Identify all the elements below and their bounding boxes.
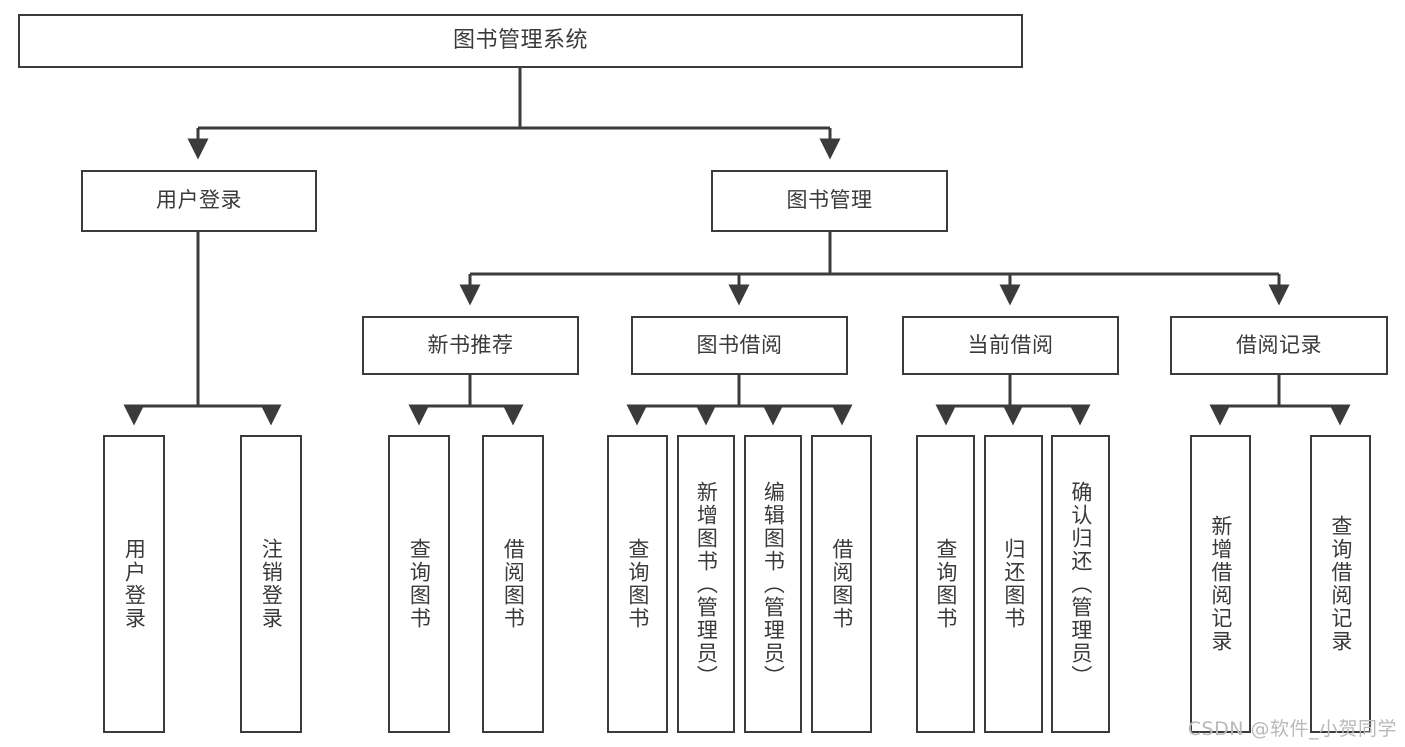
leaf-label: 编辑图书（管理员） [761, 480, 786, 688]
leaf-current-confirm-return-admin[interactable]: 确认归还（管理员） [1051, 435, 1110, 733]
leaf-label: 借阅图书 [829, 538, 854, 630]
leaf-label: 查询借阅记录 [1328, 515, 1353, 653]
node-label: 用户登录 [156, 188, 242, 213]
leaf-record-add-borrow-record[interactable]: 新增借阅记录 [1190, 435, 1251, 733]
leaf-record-query-borrow-record[interactable]: 查询借阅记录 [1310, 435, 1371, 733]
leaf-label: 新增图书（管理员） [694, 480, 719, 688]
csdn-watermark: CSDN @软件_小贺同学 [1187, 718, 1397, 740]
node-root-system[interactable]: 图书管理系统 [18, 14, 1023, 68]
leaf-label: 用户登录 [122, 538, 147, 630]
node-book-borrow[interactable]: 图书借阅 [631, 316, 848, 375]
leaf-label: 查询图书 [625, 538, 650, 630]
leaf-label: 借阅图书 [501, 538, 526, 630]
node-label: 图书管理 [786, 188, 873, 213]
leaf-recommend-borrow-book[interactable]: 借阅图书 [482, 435, 544, 733]
leaf-recommend-query-book[interactable]: 查询图书 [388, 435, 450, 733]
node-label: 当前借阅 [967, 332, 1054, 357]
leaf-current-query-book[interactable]: 查询图书 [916, 435, 975, 733]
node-borrow-record[interactable]: 借阅记录 [1170, 316, 1388, 375]
node-current-borrow[interactable]: 当前借阅 [902, 316, 1119, 375]
node-user-login[interactable]: 用户登录 [81, 170, 317, 232]
leaf-borrow-edit-book-admin[interactable]: 编辑图书（管理员） [744, 435, 802, 733]
node-label: 借阅记录 [1236, 332, 1322, 357]
node-label: 图书借阅 [696, 332, 783, 357]
node-label: 图书管理系统 [452, 27, 588, 53]
leaf-borrow-add-book-admin[interactable]: 新增图书（管理员） [677, 435, 735, 733]
leaf-borrow-query-book[interactable]: 查询图书 [607, 435, 668, 733]
node-new-book-recommend[interactable]: 新书推荐 [362, 316, 579, 375]
leaf-label: 查询图书 [407, 538, 432, 630]
node-label: 新书推荐 [427, 332, 514, 357]
node-book-management[interactable]: 图书管理 [711, 170, 948, 232]
leaf-label: 查询图书 [933, 538, 958, 630]
leaf-user-login-signout[interactable]: 注销登录 [240, 435, 302, 733]
leaf-label: 新增借阅记录 [1208, 515, 1233, 653]
leaf-user-login-signin[interactable]: 用户登录 [103, 435, 165, 733]
leaf-label: 归还图书 [1001, 538, 1026, 630]
leaf-current-return-book[interactable]: 归还图书 [984, 435, 1043, 733]
leaf-borrow-borrow-book[interactable]: 借阅图书 [811, 435, 872, 733]
leaf-label: 注销登录 [259, 538, 284, 630]
leaf-label: 确认归还（管理员） [1068, 480, 1093, 688]
